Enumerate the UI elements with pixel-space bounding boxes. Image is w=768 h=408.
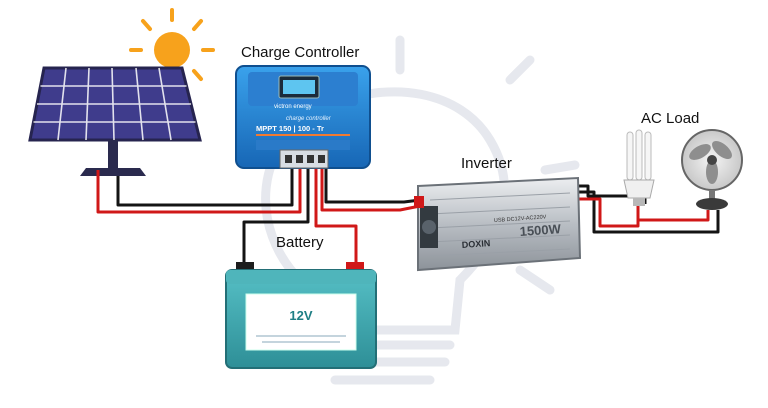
controller-brand: victron energy: [274, 104, 312, 110]
inverter-rating: 1500W: [519, 221, 562, 239]
inverter-label: Inverter: [461, 155, 512, 172]
cfl-bulb-icon: [623, 129, 655, 206]
wire-ac-red-2: [638, 210, 710, 222]
ac-load-label: AC Load: [641, 110, 700, 127]
solar-panel-icon: [28, 66, 202, 176]
desk-fan-icon: [681, 129, 743, 210]
charge-controller: victron energy charge controller MPPT 15…: [235, 65, 371, 169]
controller-sub: charge controller: [286, 116, 332, 122]
wire-battery-black: [242, 168, 310, 268]
wire-ac-red: [578, 197, 640, 228]
inverter-spec: USB DC12V-AC220V: [494, 214, 547, 224]
wire-inverter-black: [324, 168, 421, 204]
charge-controller-label: Charge Controller: [241, 44, 360, 61]
wire-battery-red: [314, 168, 358, 268]
battery-label: Battery: [276, 234, 324, 251]
wire-panel-black: [116, 168, 294, 207]
sun-icon: [129, 8, 215, 81]
inverter: DOXIN 1500W USB DC12V-AC220V: [414, 176, 582, 272]
wire-panel-red: [96, 168, 302, 214]
wiring: [96, 168, 720, 268]
wire-inverter-red: [320, 168, 421, 212]
battery: 12V: [225, 262, 377, 369]
battery-voltage: 12V: [289, 308, 312, 323]
inverter-brand: DOXIN: [461, 238, 490, 250]
controller-model: MPPT 150 | 100 - Tr: [256, 124, 324, 133]
